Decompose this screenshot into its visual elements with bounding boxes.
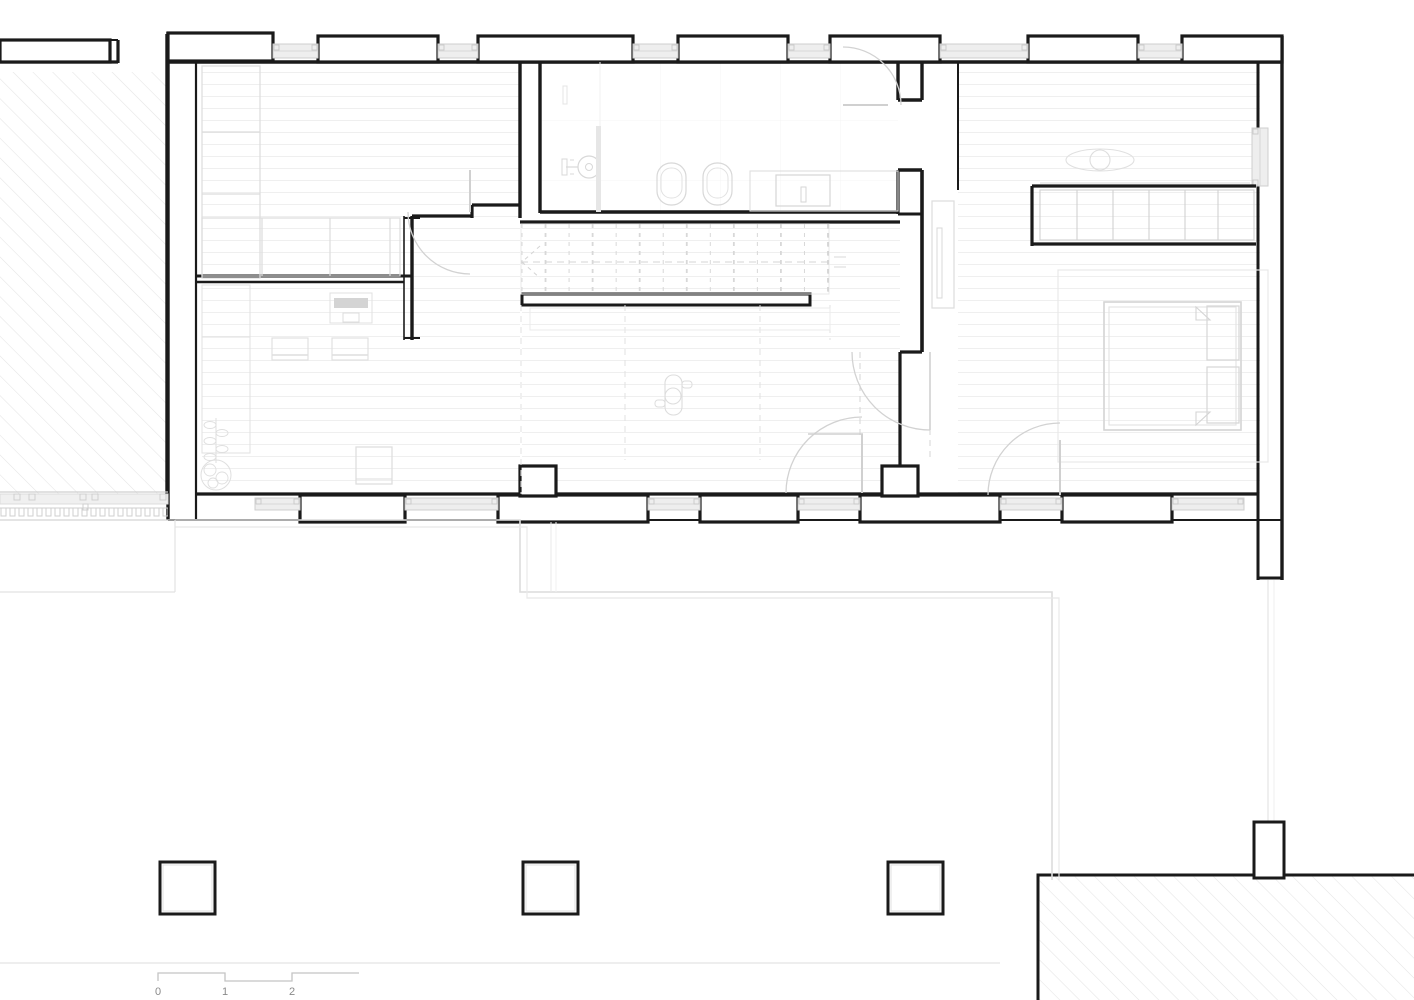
door-swing-arc [842, 46, 902, 106]
window-jamb [405, 498, 412, 505]
scale-tick-label-2: 2 [289, 986, 295, 998]
wall-pier [496, 493, 650, 524]
window-jamb [648, 498, 655, 505]
wall-pier-stub [880, 464, 920, 498]
rug-furniture [1057, 269, 1269, 463]
window-jamb [1252, 128, 1259, 135]
potted-plant-symbol [200, 418, 232, 491]
column-group [158, 860, 945, 916]
window-jamb [1055, 498, 1062, 505]
door-swing-arc [987, 422, 1061, 496]
cooktop-symbol [329, 292, 373, 324]
window-jamb [255, 498, 262, 505]
structural-column [886, 860, 945, 916]
window-jamb [1138, 44, 1145, 51]
wall-pier [0, 38, 112, 64]
closet-run [1030, 182, 1256, 246]
window-jamb [491, 498, 498, 505]
floor-surface-hall [522, 218, 900, 493]
scale-tick-label-0: 0 [155, 986, 161, 998]
north-wall-segment-group [0, 31, 1284, 64]
terrace-outline [0, 519, 1275, 880]
column-inner-line [525, 864, 576, 912]
window-jamb [273, 44, 280, 51]
hatched-zone-bottom-right-existing-building [1036, 873, 1414, 1000]
window-jamb [1172, 498, 1179, 505]
scale-tick-label-1: 1 [222, 986, 228, 998]
wall-pier [1026, 34, 1140, 64]
door-swing-arc [785, 416, 863, 494]
column-inner-line [890, 864, 941, 912]
window-jamb [1021, 44, 1028, 51]
wall-pier [698, 493, 800, 524]
toilet-fixture [702, 162, 733, 206]
wall-pier [316, 34, 440, 64]
floor-surface-bathroom [542, 62, 898, 214]
wall-pier [828, 34, 942, 64]
window-jamb [633, 44, 640, 51]
side-table-furniture [355, 446, 393, 485]
window-jamb [1000, 498, 1007, 505]
structural-column [158, 860, 217, 916]
door-swing-arc [851, 351, 931, 431]
window-jamb [671, 44, 678, 51]
window-jamb [1175, 44, 1182, 51]
window-jamb [471, 44, 478, 51]
window-jamb [693, 498, 700, 505]
wall-pier [858, 493, 1002, 524]
window-jamb [823, 44, 830, 51]
wall-pier [476, 34, 635, 64]
wall-pier [166, 31, 275, 63]
kitchen-cabinetry [201, 65, 401, 454]
window-jamb [940, 44, 947, 51]
wall-pier [298, 493, 407, 524]
door-leaf [808, 433, 863, 493]
pillow-furniture [1206, 366, 1240, 424]
window-jamb [798, 498, 805, 505]
bathroom-niche [562, 62, 601, 212]
graphic-scale-bar: 0 1 2 [0, 962, 1000, 998]
wall-pier [1180, 34, 1284, 64]
wall-pier-stub [518, 464, 558, 498]
balustrade-detail [0, 491, 169, 521]
toilet-fixture [656, 162, 687, 206]
window-jamb [853, 498, 860, 505]
staircase [520, 223, 931, 494]
window-jamb [1237, 498, 1244, 505]
door-swing-arc [407, 211, 471, 275]
hatched-zone-left-existing-building [0, 34, 169, 497]
bathtub-fixture [749, 170, 899, 212]
window-jamb [311, 44, 318, 51]
chair-furniture [271, 337, 309, 361]
column-inner-line [162, 864, 213, 912]
floor-lamp-symbol [654, 374, 693, 416]
door-group [407, 46, 1061, 496]
window-jamb [293, 498, 300, 505]
pillow-furniture [1206, 305, 1240, 361]
wall-pier [676, 34, 790, 64]
structural-column [521, 860, 580, 916]
wall-pier [1060, 493, 1174, 524]
wardrobe-furniture [931, 200, 955, 309]
pendant-light-symbol [1065, 148, 1135, 172]
bed-furniture [1103, 301, 1242, 431]
pier-right-lower [1252, 820, 1286, 880]
window-jamb [788, 44, 795, 51]
chair-furniture [331, 337, 369, 361]
window-jamb [438, 44, 445, 51]
window-group [254, 43, 1269, 511]
